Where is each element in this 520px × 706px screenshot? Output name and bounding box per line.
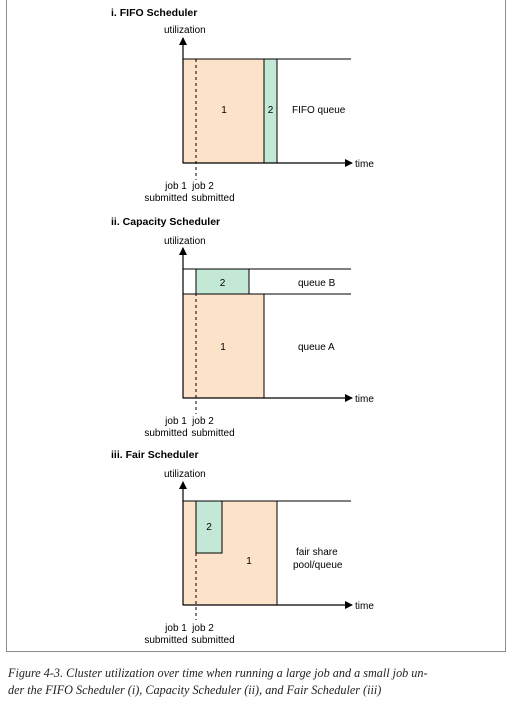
figure-frame bbox=[6, 0, 506, 652]
queue-label: FIFO queue bbox=[292, 105, 346, 116]
job-1-submitted-label: submitted bbox=[144, 428, 187, 439]
job-1-label: job 1 bbox=[164, 181, 187, 192]
x-axis-label: time bbox=[355, 601, 374, 612]
caption-line-2: der the FIFO Scheduler (i), Capacity Sch… bbox=[8, 683, 382, 697]
job-2-block bbox=[195, 268, 250, 295]
job-2-label: job 2 bbox=[191, 623, 214, 634]
job-2-submitted-label: submitted bbox=[191, 193, 234, 204]
queue-b-label: queue B bbox=[298, 278, 336, 289]
job-2-label: job 2 bbox=[191, 181, 214, 192]
job-1-submitted-label: submitted bbox=[144, 193, 187, 204]
job-2-label: job 2 bbox=[191, 416, 214, 427]
queue-label-line-1: fair share bbox=[296, 547, 338, 558]
y-axis-label: utilization bbox=[164, 469, 206, 480]
figure-caption: Figure 4-3. Cluster utilization over tim… bbox=[8, 665, 508, 699]
panel-fifo: i. FIFO Scheduler utilization 1 2 FIFO q… bbox=[111, 7, 374, 204]
panel-fair: iii. Fair Scheduler utilization 2 1 fair… bbox=[111, 449, 374, 646]
panel-capacity: ii. Capacity Scheduler utilization 2 1 q… bbox=[111, 216, 374, 439]
x-axis-label: time bbox=[355, 394, 374, 405]
job-1-label: job 1 bbox=[164, 623, 187, 634]
job-2-submitted-label: submitted bbox=[191, 428, 234, 439]
queue-label-line-2: pool/queue bbox=[293, 560, 343, 571]
job-1-block-label: 1 bbox=[220, 342, 226, 353]
job-1-label: job 1 bbox=[164, 416, 187, 427]
job-1-block-label: 1 bbox=[246, 556, 252, 567]
y-axis-label: utilization bbox=[164, 236, 206, 247]
job-2-block-label: 2 bbox=[268, 105, 274, 116]
panel-title: iii. Fair Scheduler bbox=[111, 449, 199, 461]
x-axis-label: time bbox=[355, 159, 374, 170]
job-2-submitted-label: submitted bbox=[191, 635, 234, 646]
job-2-block bbox=[195, 500, 223, 554]
job-1-block-label: 1 bbox=[221, 105, 227, 116]
job-1-submitted-label: submitted bbox=[144, 635, 187, 646]
panel-title: i. FIFO Scheduler bbox=[111, 7, 197, 19]
y-axis-label: utilization bbox=[164, 25, 206, 36]
caption-line-1: Figure 4-3. Cluster utilization over tim… bbox=[8, 666, 428, 680]
panel-title: ii. Capacity Scheduler bbox=[111, 216, 220, 228]
queue-a-label: queue A bbox=[298, 342, 335, 353]
job-2-block-label: 2 bbox=[206, 522, 212, 533]
job-2-block-label: 2 bbox=[220, 278, 226, 289]
